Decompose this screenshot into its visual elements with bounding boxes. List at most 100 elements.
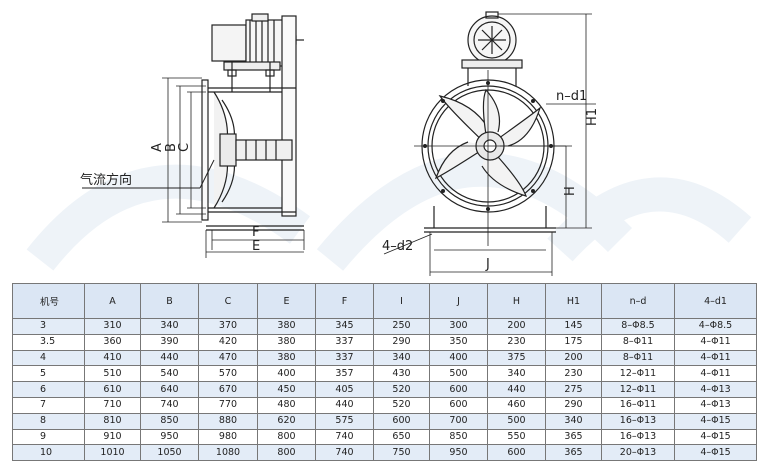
header-cell: H1 <box>545 283 602 319</box>
table-cell: 440 <box>315 396 374 414</box>
table-cell: 480 <box>257 396 316 414</box>
table-cell: 380 <box>257 333 316 351</box>
table-cell: 200 <box>545 349 602 367</box>
table-cell: 337 <box>315 349 374 367</box>
table-cell: 470 <box>198 349 258 367</box>
table-cell: 337 <box>315 333 374 351</box>
table-cell: 250 <box>373 318 430 335</box>
table-cell: 365 <box>545 428 602 446</box>
table-cell: 600 <box>429 396 488 414</box>
table-cell: 390 <box>140 333 199 351</box>
table-cell: 345 <box>315 318 374 335</box>
table-cell: 4–Φ11 <box>674 349 757 367</box>
table-cell: 570 <box>198 365 258 383</box>
table-cell: 800 <box>257 444 316 462</box>
table-cell: 400 <box>429 349 488 367</box>
airflow-label: 气流方向 <box>80 172 132 188</box>
table-cell: 10 <box>12 444 85 462</box>
table-cell: 4–Φ15 <box>674 444 757 462</box>
dim-E-label: E <box>252 239 260 254</box>
dim-B-label: B <box>164 143 179 152</box>
table-cell: 4–Φ11 <box>674 333 757 351</box>
header-cell: E <box>257 283 316 319</box>
side-view <box>201 13 304 231</box>
table-cell: 620 <box>257 412 316 430</box>
table-cell: 8–Φ8.5 <box>601 318 675 335</box>
table-cell: 1010 <box>84 444 141 462</box>
dim-H-label: H <box>563 186 578 196</box>
table-cell: 365 <box>545 444 602 462</box>
table-cell: 980 <box>198 428 258 446</box>
table-cell: 340 <box>487 365 546 383</box>
table-cell: 4–Φ8.5 <box>674 318 757 335</box>
table-cell: 610 <box>84 381 141 398</box>
table-cell: 540 <box>140 365 199 383</box>
table-cell: 740 <box>315 428 374 446</box>
airflow-arrow <box>82 159 215 189</box>
table-cell: 340 <box>373 349 430 367</box>
table-cell: 340 <box>545 412 602 430</box>
table-cell: 290 <box>373 333 430 351</box>
header-cell: B <box>140 283 199 319</box>
table-cell: 4–Φ13 <box>674 381 757 398</box>
table-cell: 4–Φ13 <box>674 396 757 414</box>
table-cell: 5 <box>12 365 85 383</box>
dim-J-label: J <box>485 257 490 272</box>
table-cell: 740 <box>140 396 199 414</box>
table-cell: 8–Φ11 <box>601 333 675 351</box>
table-cell: 16–Φ11 <box>601 396 675 414</box>
table-cell: 450 <box>257 381 316 398</box>
table-cell: 460 <box>487 396 546 414</box>
table-cell: 290 <box>545 396 602 414</box>
table-cell: 850 <box>429 428 488 446</box>
table-cell: 6 <box>12 381 85 398</box>
table-cell: 670 <box>198 381 258 398</box>
table-cell: 750 <box>373 444 430 462</box>
dim-C-label: C <box>177 143 192 152</box>
table-cell: 520 <box>373 381 430 398</box>
table-cell: 200 <box>487 318 546 335</box>
header-cell: 4–d1 <box>674 283 757 319</box>
header-cell: I <box>373 283 430 319</box>
header-cell: H <box>487 283 546 319</box>
header-cell: A <box>84 283 141 319</box>
table-cell: 350 <box>429 333 488 351</box>
table-cell: 175 <box>545 333 602 351</box>
table-cell: 440 <box>140 349 199 367</box>
table-cell: 400 <box>257 365 316 383</box>
table-cell: 3 <box>12 318 85 335</box>
front-dimensions <box>383 13 596 276</box>
table-cell: 230 <box>545 365 602 383</box>
header-cell: F <box>315 283 374 319</box>
table-cell: 510 <box>84 365 141 383</box>
table-cell: 310 <box>84 318 141 335</box>
table-cell: 640 <box>140 381 199 398</box>
table-cell: 3.5 <box>12 333 85 351</box>
table-cell: 740 <box>315 444 374 462</box>
table-cell: 12–Φ11 <box>601 381 675 398</box>
header-cell: 机号 <box>12 283 85 319</box>
table-cell: 650 <box>373 428 430 446</box>
table-cell: 145 <box>545 318 602 335</box>
table-cell: 520 <box>373 396 430 414</box>
table-cell: 950 <box>429 444 488 462</box>
table-cell: 500 <box>487 412 546 430</box>
motor <box>211 13 304 71</box>
dim-H1-label: H1 <box>585 108 600 126</box>
table-cell: 1050 <box>140 444 199 462</box>
table-cell: 1080 <box>198 444 258 462</box>
table-cell: 8 <box>12 412 85 430</box>
table-cell: 850 <box>140 412 199 430</box>
table-cell: 4–Φ15 <box>674 412 757 430</box>
table-cell: 275 <box>545 381 602 398</box>
table-cell: 4–Φ11 <box>674 365 757 383</box>
fan-drawing: A B C F E 气流方向 <box>26 11 752 276</box>
table-cell: 7 <box>12 396 85 414</box>
